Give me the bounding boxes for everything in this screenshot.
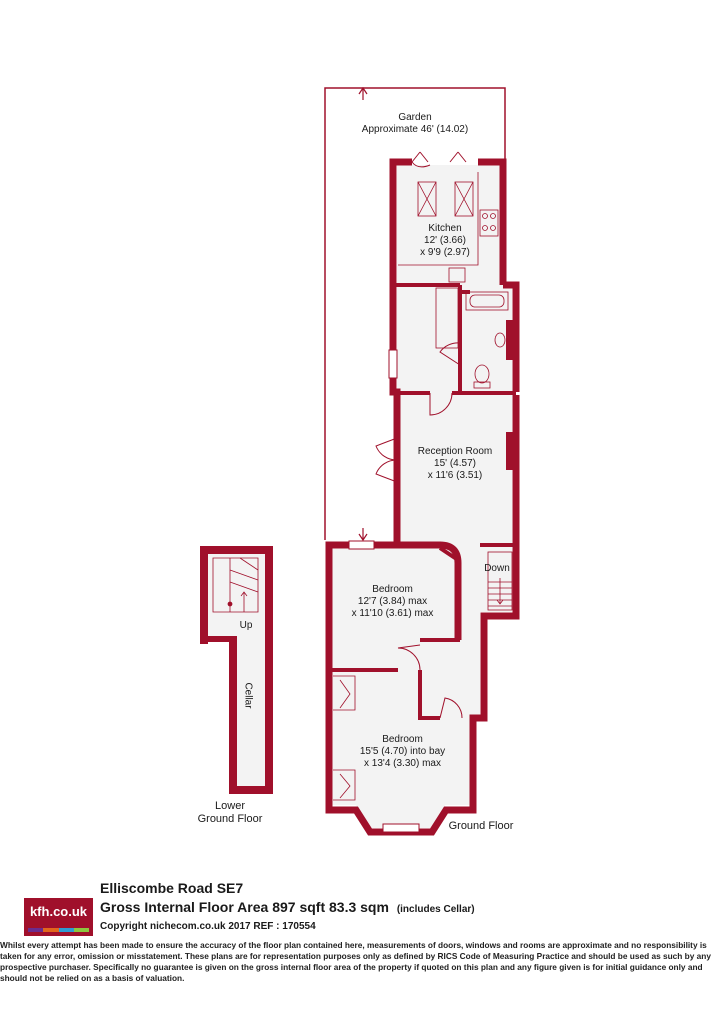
lower-floor-line1: Lower	[215, 800, 245, 812]
kitchen-dim1: 12' (3.66)	[424, 235, 466, 246]
reception-label: Reception Room 15' (4.57) x 11'6 (3.51)	[405, 446, 505, 482]
address-title: Elliscombe Road SE7	[100, 880, 244, 896]
bedroom1-label: Bedroom 12'7 (3.84) max x 11'10 (3.61) m…	[325, 584, 460, 620]
kitchen-dim2: x 9'9 (2.97)	[420, 247, 470, 258]
bedroom2-label: Bedroom 15'5 (4.70) into bay x 13'4 (3.3…	[340, 734, 465, 770]
logo-text: kfh.co.uk	[29, 904, 88, 919]
bedroom1-dim2: x 11'10 (3.61) max	[351, 608, 434, 619]
chimney-breast-reception	[506, 432, 514, 470]
ground-floor-interior	[330, 165, 512, 828]
kitchen-name: Kitchen	[428, 223, 462, 234]
hall-wall	[397, 541, 462, 640]
bathroom-fixtures	[465, 291, 509, 389]
stairs-up-label: Up	[239, 620, 253, 631]
lower-floor-line2: Ground Floor	[197, 813, 263, 825]
garden-arrow	[358, 86, 368, 100]
cellar-walls	[200, 546, 273, 794]
bedroom1-name: Bedroom	[372, 584, 413, 595]
floor-area-note: (includes Cellar)	[396, 904, 475, 915]
floor-plan	[200, 86, 520, 836]
logo-color-bar	[28, 928, 89, 932]
window-arrow	[358, 528, 368, 542]
ground-floor-label: Ground Floor	[448, 820, 514, 832]
lower-ground-floor-label: Lower Ground Floor	[180, 800, 280, 826]
bedroom2-dim1: 15'5 (4.70) into bay	[359, 746, 446, 757]
stairs-down	[487, 551, 513, 611]
ground-floor-walls	[325, 158, 520, 836]
kfh-logo: kfh.co.uk	[24, 898, 93, 936]
stairs-down-label: Down	[484, 563, 510, 574]
garden-dims: Approximate 46' (14.02)	[361, 124, 469, 135]
wardrobes	[333, 675, 356, 801]
garden-label: Garden Approximate 46' (14.02)	[350, 112, 480, 136]
kitchen-label: Kitchen 12' (3.66) x 9'9 (2.97)	[405, 223, 485, 259]
cellar-stairs	[212, 557, 259, 613]
reception-dim2: x 11'6 (3.51)	[427, 470, 483, 481]
garden-boundary	[324, 87, 506, 540]
garden-name: Garden	[398, 112, 432, 123]
cellar-fill-cut	[208, 642, 229, 786]
copyright: Copyright nichecom.co.uk 2017 REF : 1705…	[100, 921, 316, 932]
floor-area: Gross Internal Floor Area 897 sqft 83.3 …	[100, 899, 475, 915]
bedroom2-dim2: x 13'4 (3.30) max	[364, 758, 441, 769]
reception-dim1: 15' (4.57)	[434, 458, 476, 469]
chimney-breast-bathroom	[506, 320, 514, 360]
disclaimer: Whilst every attempt has been made to en…	[0, 940, 711, 983]
windows	[348, 349, 420, 833]
kitchen-units	[398, 172, 499, 349]
french-doors-reception	[375, 437, 398, 483]
bedroom2-name: Bedroom	[382, 734, 423, 745]
cellar-label: Cellar	[242, 682, 254, 709]
reception-name: Reception Room	[417, 446, 493, 457]
french-doors-kitchen	[411, 151, 467, 168]
floor-area-text: Gross Internal Floor Area 897 sqft 83.3 …	[100, 899, 389, 915]
bedroom1-dim1: 12'7 (3.84) max	[357, 596, 428, 607]
